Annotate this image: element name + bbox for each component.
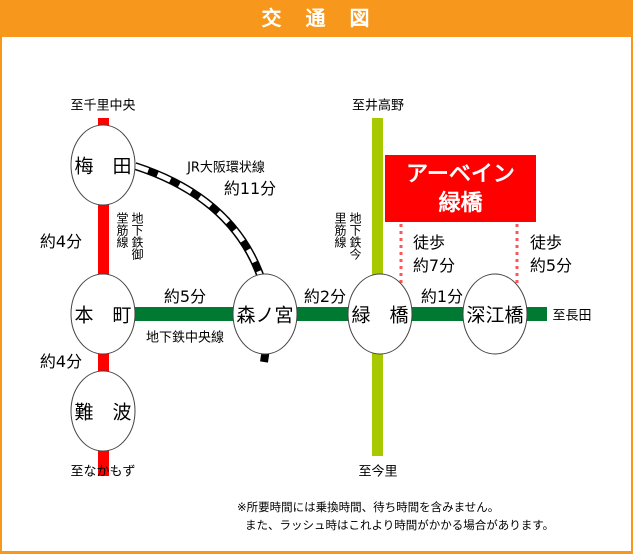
imazatosuji-line-label: 地下鉄今里筋線	[333, 212, 362, 260]
property-location: 緑橋	[438, 191, 483, 216]
station-circle-honmachi	[70, 273, 136, 355]
chuo-line-label: 地下鉄中央線	[145, 330, 225, 346]
station-circle-morinomiya	[232, 273, 298, 355]
station-morinomiya: 森ノ宮	[236, 304, 294, 327]
walk-time-midoribashi: 約7分	[412, 256, 456, 275]
midosuji-line-label: 地下鉄御堂筋線	[115, 212, 144, 260]
direction-ibuno: 至井高野	[351, 98, 405, 114]
walk-time-fukaebashi: 約5分	[529, 256, 573, 275]
time-midoribashi-fukaebashi: 約1分	[420, 287, 464, 306]
direction-senri: 至千里中央	[70, 98, 136, 114]
station-circle-namba	[70, 370, 136, 452]
note-line-2: また、ラッシュ時はこれより時間がかかる場合があります。	[245, 518, 555, 532]
station-honmachi: 本 町	[74, 304, 132, 327]
direction-nagata: 至長田	[552, 308, 592, 324]
station-namba: 難 波	[74, 401, 132, 424]
time-jr: 約11分	[223, 179, 277, 198]
time-morinomiya-midoribashi: 約2分	[303, 287, 347, 306]
time-honmachi-namba: 約4分	[39, 352, 83, 371]
station-midoribashi: 緑 橋	[351, 304, 409, 327]
time-honmachi-morinomiya: 約5分	[163, 287, 207, 306]
page-title: 交 通 図	[261, 6, 372, 30]
station-circle-umeda	[70, 124, 136, 206]
direction-nakamozu: 至なかもず	[70, 464, 136, 480]
station-umeda: 梅 田	[74, 155, 132, 178]
time-umeda-honmachi: 約4分	[39, 232, 83, 251]
jr-line-label: JR大阪環状線	[187, 160, 265, 176]
walk-label-fukaebashi: 徒歩	[529, 233, 563, 252]
station-circle-midoribashi	[347, 273, 413, 355]
property-name: アーベイン	[406, 162, 515, 187]
property-label-box: アーベイン 緑橋	[385, 155, 536, 222]
note-line-1: ※所要時間には乗換時間、待ち時間を含みません。	[237, 500, 500, 514]
station-circle-fukaebashi	[462, 273, 528, 355]
chuo-line	[103, 307, 547, 321]
walk-label-midoribashi: 徒歩	[412, 233, 446, 252]
station-fukaebashi: 深江橋	[466, 304, 524, 327]
direction-imazato: 至今里	[358, 464, 398, 480]
